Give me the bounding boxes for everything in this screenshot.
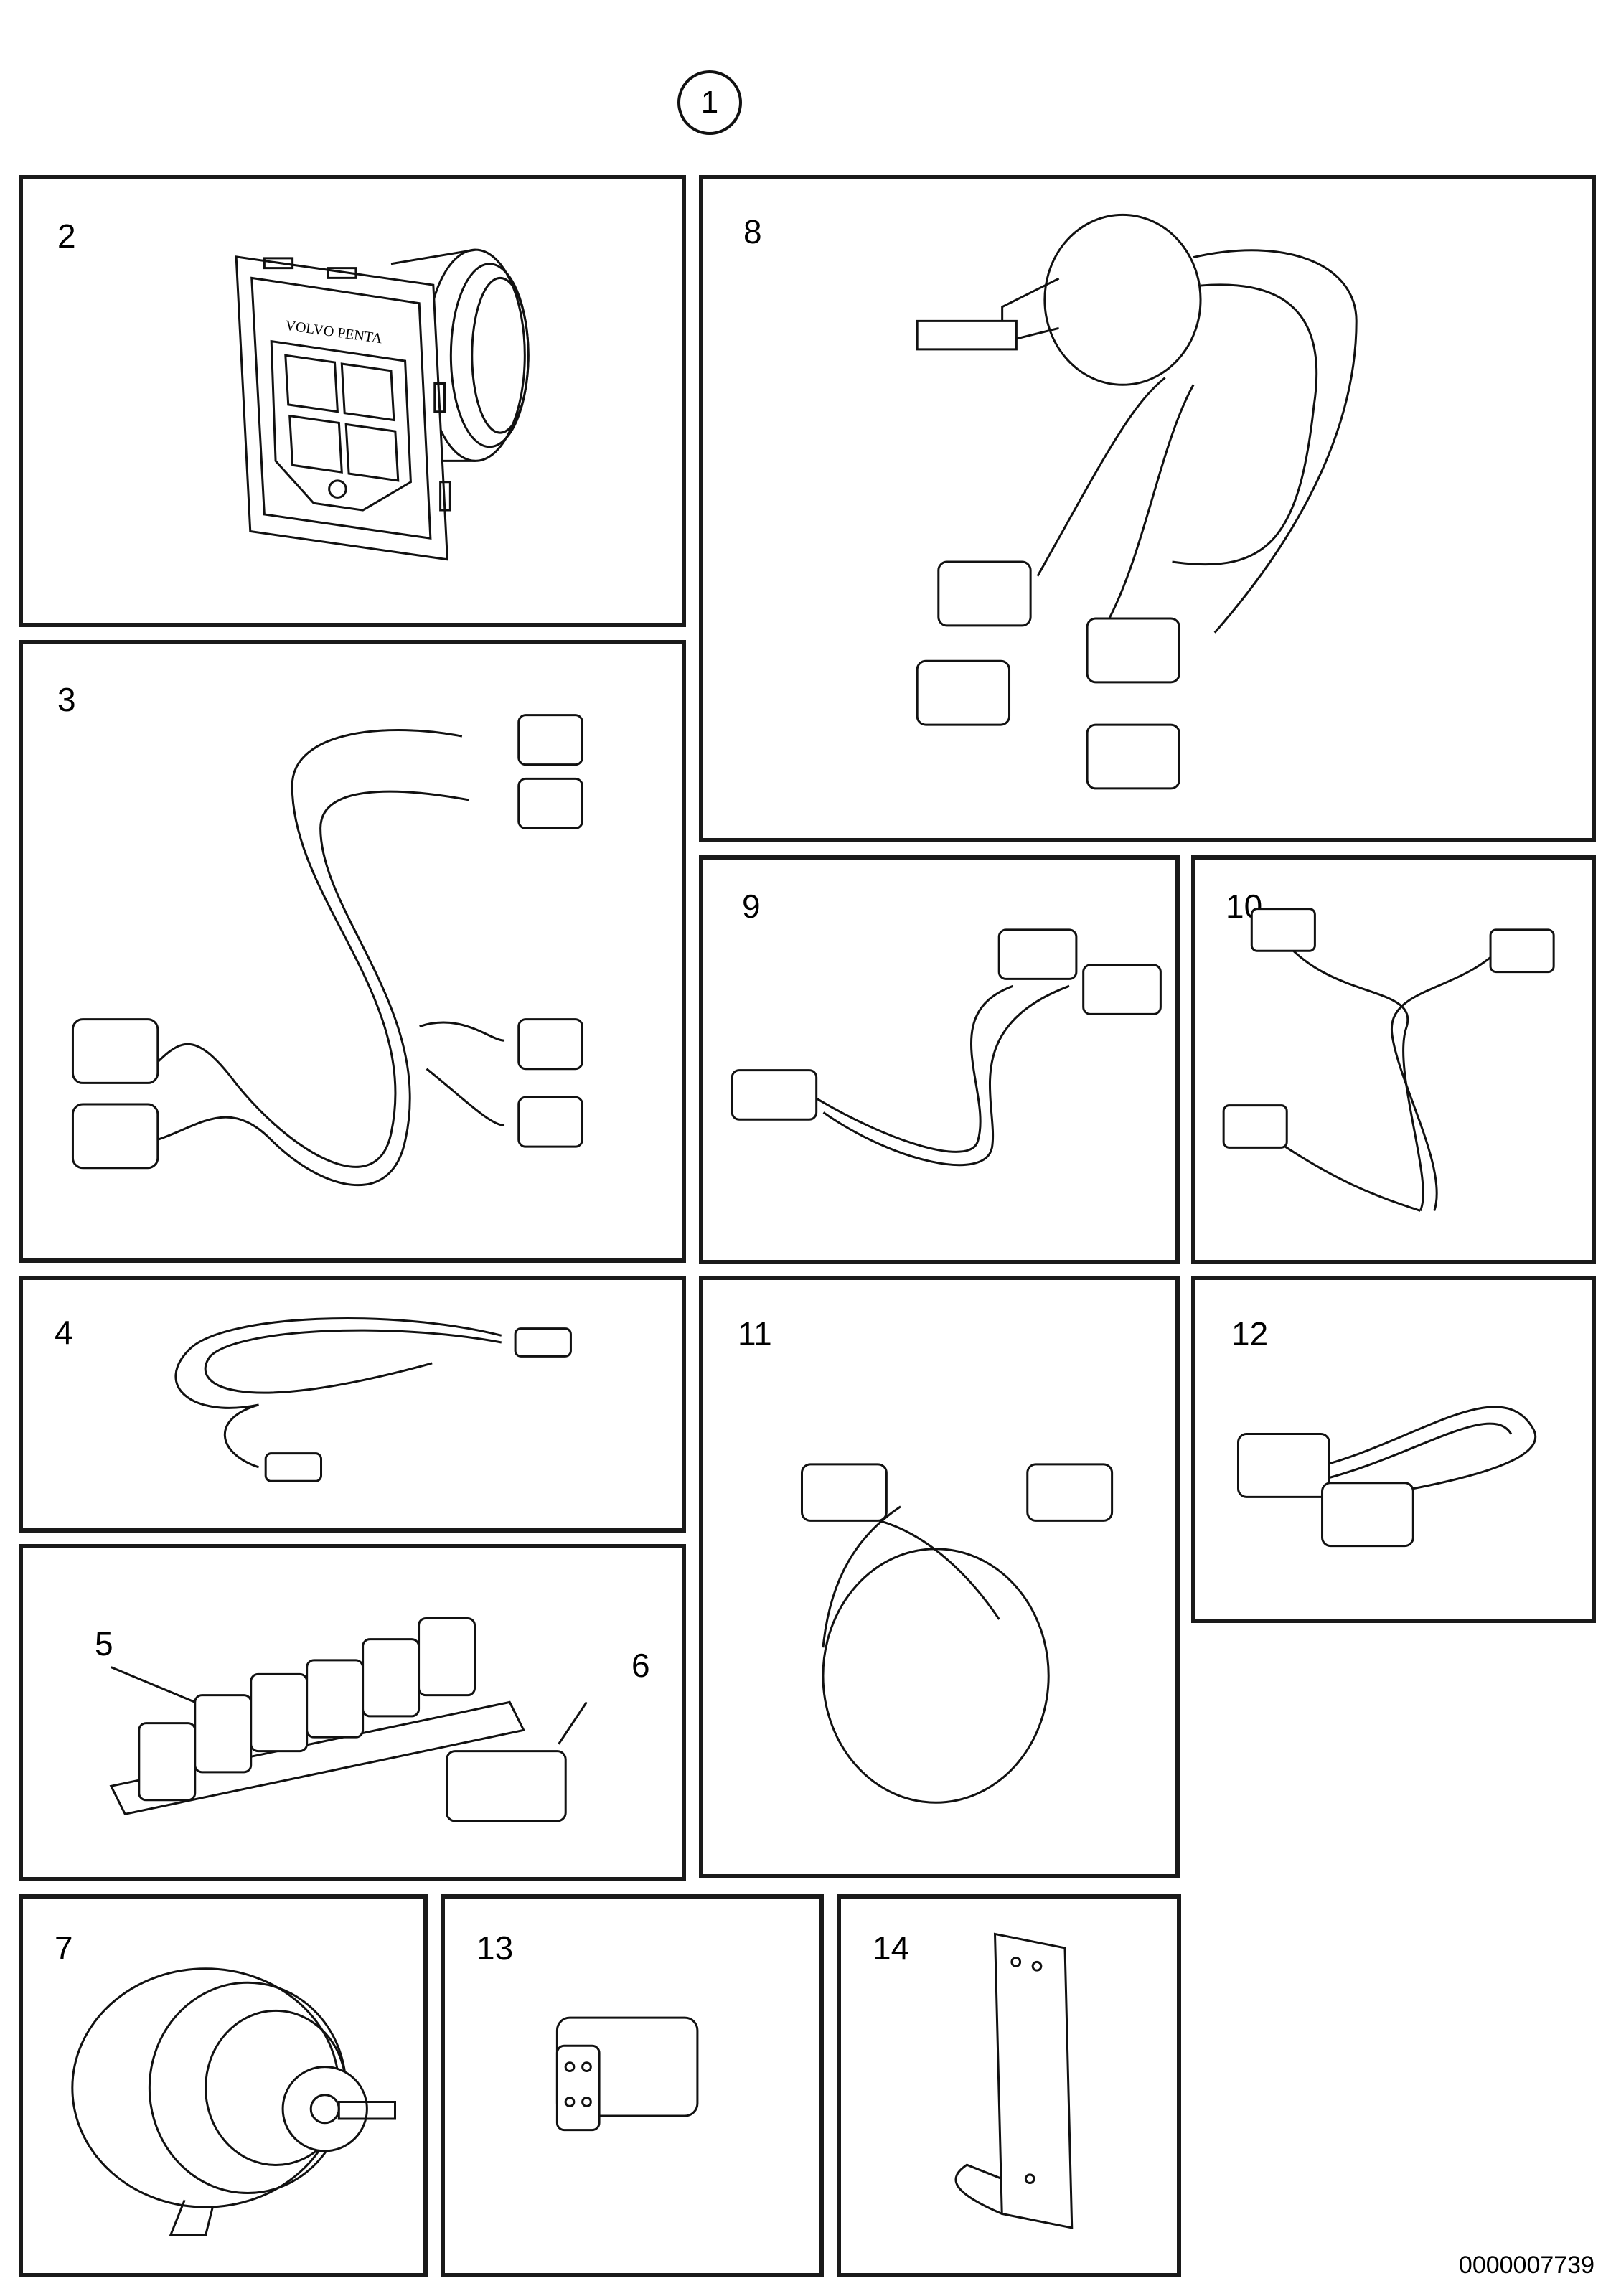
panel-10: 10 xyxy=(1191,855,1596,1264)
panel-9-label: 9 xyxy=(742,888,761,925)
panel-8: 8 xyxy=(699,175,1596,842)
panel-13-label: 13 xyxy=(476,1929,514,1967)
panel-13: 13 xyxy=(441,1894,824,2277)
panel-12: 12 xyxy=(1191,1276,1596,1623)
short-adapter-icon xyxy=(1195,1280,1592,1619)
gauge-sensor-icon xyxy=(23,1899,423,2273)
panel-3: 3 xyxy=(19,640,686,1263)
overview-callout: 1 xyxy=(677,70,742,135)
panel-14-label: 14 xyxy=(873,1929,910,1967)
panel-11: 11 xyxy=(699,1276,1180,1878)
mounting-bracket-icon xyxy=(841,1899,1177,2273)
panel-4-label: 4 xyxy=(55,1314,73,1351)
panel-3-label: 3 xyxy=(57,681,76,718)
panel-7-label: 7 xyxy=(55,1929,73,1967)
panel-2-label: 2 xyxy=(57,217,76,255)
extension-cable-icon xyxy=(23,1280,682,1528)
panel-4: 4 xyxy=(19,1276,686,1533)
panel-5-label: 5 xyxy=(95,1625,113,1662)
panel-7: 7 xyxy=(19,1894,428,2277)
panel-9: 9 xyxy=(699,855,1180,1264)
panel-8-label: 8 xyxy=(743,213,762,250)
panel-5-6: 5 6 xyxy=(19,1544,686,1881)
loop-cable-icon xyxy=(703,1280,1175,1874)
overview-callout-number: 1 xyxy=(700,85,719,120)
panel-11-label: 11 xyxy=(738,1315,772,1352)
control-panel-icon xyxy=(23,179,682,623)
document-number: 0000007739 xyxy=(1458,2252,1594,2279)
panel-14: 14 xyxy=(837,1894,1181,2277)
panel-6-label: 6 xyxy=(631,1647,650,1684)
y-split-harness-icon xyxy=(23,644,682,1258)
panel-2: 2 VOLVO PENTA xyxy=(19,175,686,627)
panel-12-label: 12 xyxy=(1231,1315,1269,1352)
adapter-cable-icon xyxy=(703,860,1175,1260)
y-cable-icon xyxy=(1195,860,1592,1260)
sensor-harness-icon xyxy=(703,179,1592,838)
connector-plug-icon xyxy=(445,1899,819,2273)
connector-block-icon xyxy=(23,1548,682,1877)
